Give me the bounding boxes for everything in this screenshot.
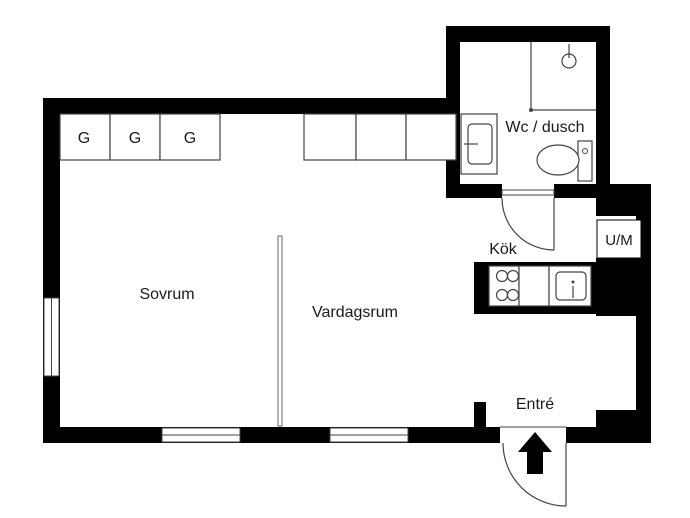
bathroom-fixtures bbox=[460, 42, 596, 182]
door-swing-icon bbox=[502, 442, 567, 507]
sink-icon bbox=[460, 113, 498, 175]
wardrobe-label: G bbox=[78, 130, 90, 147]
shower-area bbox=[530, 42, 596, 111]
room-label-bedroom: Sovrum bbox=[139, 286, 194, 303]
toilet-icon bbox=[536, 140, 593, 182]
walls bbox=[43, 26, 651, 443]
wardrobes: G G G bbox=[59, 113, 457, 161]
wall-entrance-stub bbox=[474, 402, 486, 432]
stove-icon bbox=[488, 265, 520, 307]
wall-left bbox=[43, 98, 60, 443]
wall-right-block bbox=[596, 258, 651, 316]
wall-top bbox=[43, 98, 460, 114]
sink-icon bbox=[548, 265, 592, 307]
windows bbox=[43, 297, 409, 443]
shower-drain-icon bbox=[561, 44, 577, 69]
cabinet-2 bbox=[355, 113, 407, 161]
entry-arrow-icon bbox=[518, 432, 552, 474]
wall-bath-top bbox=[446, 26, 610, 42]
cabinet-3 bbox=[405, 113, 457, 161]
wall-bath-left bbox=[446, 26, 460, 198]
room-label-living: Vardagsrum bbox=[312, 304, 398, 321]
utility-box bbox=[596, 219, 642, 259]
partition-wall bbox=[277, 235, 283, 427]
wardrobe-1 bbox=[59, 113, 111, 161]
counter bbox=[518, 265, 550, 307]
bathroom-door bbox=[501, 189, 555, 251]
door-swing-icon bbox=[501, 197, 555, 251]
wall-right-lower bbox=[596, 410, 651, 443]
room-label-utility: U/M bbox=[605, 232, 633, 249]
wardrobe-label: G bbox=[129, 130, 141, 147]
cabinet-1 bbox=[303, 113, 357, 161]
room-label-entrance: Entré bbox=[516, 396, 554, 413]
room-label-kitchen: Kök bbox=[489, 241, 518, 258]
room-label-bathroom: Wc / dusch bbox=[505, 119, 584, 136]
wall-bath-right bbox=[596, 26, 610, 198]
wall-bath-bottom-left bbox=[446, 184, 502, 198]
kitchen-fixtures bbox=[488, 265, 592, 307]
wardrobe-label: G bbox=[184, 130, 196, 147]
wardrobe-3 bbox=[159, 113, 221, 161]
